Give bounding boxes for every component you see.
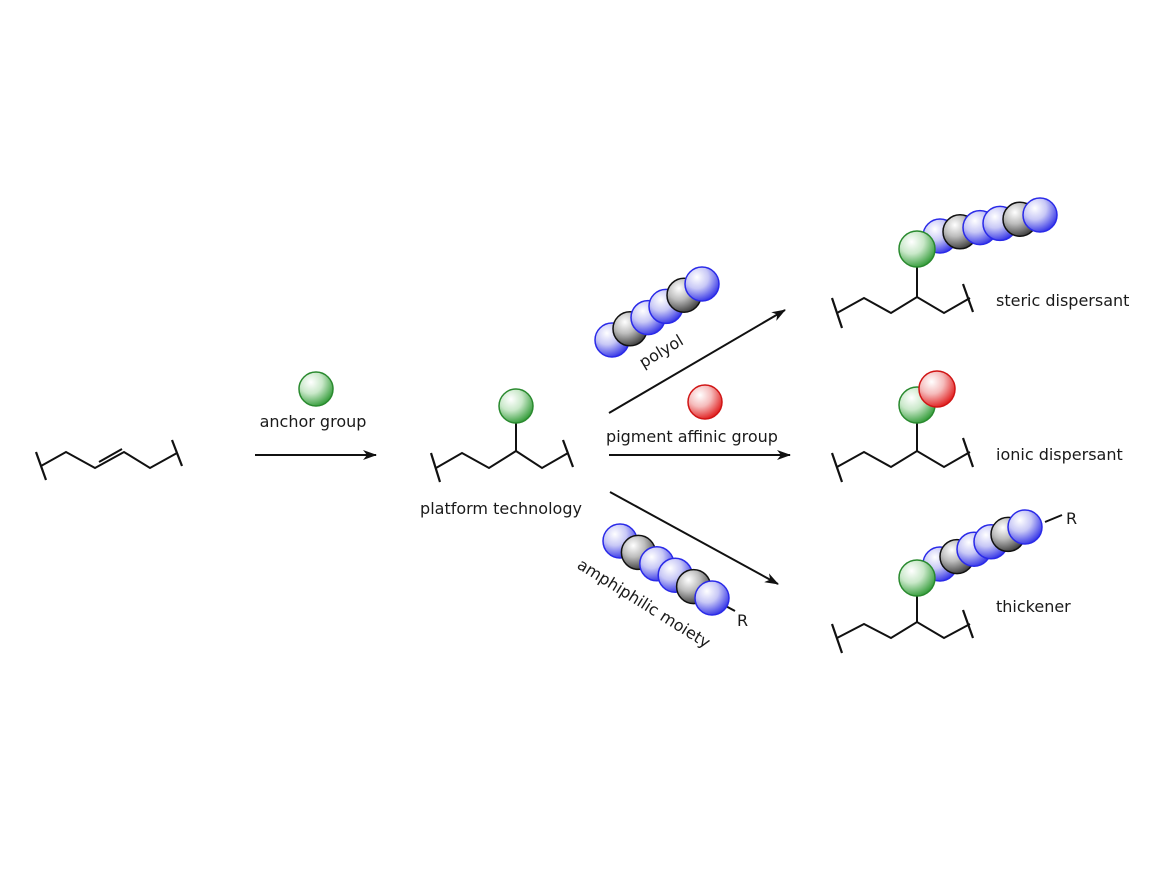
r-group-label: R xyxy=(1066,509,1077,528)
product-steric-dispersant: steric dispersant xyxy=(830,197,1129,329)
ether-bead xyxy=(1022,197,1058,233)
anchor-group-ball xyxy=(298,371,334,407)
branch-pigment: pigment affinic group xyxy=(606,384,791,460)
product-chain xyxy=(836,449,971,469)
alkene-chain xyxy=(40,450,178,470)
product-thickener: R thickener xyxy=(830,509,1077,654)
product-label: steric dispersant xyxy=(996,291,1129,310)
platform-technology-label: platform technology xyxy=(420,499,582,518)
arrow-polyol xyxy=(608,309,786,414)
product-label: thickener xyxy=(996,597,1071,616)
r-group-label: R xyxy=(737,611,748,630)
amphiphilic-chain xyxy=(602,523,730,616)
step-anchor: anchor group xyxy=(255,371,377,460)
platform-chain xyxy=(435,449,569,470)
product-chain xyxy=(836,295,971,315)
polymer-end-hash-left xyxy=(429,452,442,483)
polymer-end-hash-right xyxy=(561,439,575,468)
polymer-end-hash-left xyxy=(830,452,844,483)
product-chain xyxy=(836,620,971,640)
pigment-affinic-ball xyxy=(918,370,956,408)
platform-molecule: platform technology xyxy=(420,388,582,518)
starting-alkene xyxy=(34,439,184,481)
polyether-chain xyxy=(922,509,1043,582)
ether-bead xyxy=(1007,509,1043,545)
ether-bead xyxy=(694,580,730,616)
r-bond xyxy=(1044,514,1063,523)
anchor-group-ball xyxy=(898,230,936,268)
anchor-group-ball xyxy=(498,388,534,424)
anchor-group-label: anchor group xyxy=(260,412,367,431)
product-label: ionic dispersant xyxy=(996,445,1123,464)
branch-polyol: polyol xyxy=(594,266,786,414)
product-ionic-dispersant: ionic dispersant xyxy=(830,370,1123,483)
pigment-affinic-group-label: pigment affinic group xyxy=(606,427,778,446)
polymer-end-hash-right xyxy=(170,439,184,467)
polymer-end-hash-right xyxy=(961,283,975,313)
arrow-amphiphilic xyxy=(609,491,779,585)
pigment-affinic-ball xyxy=(687,384,723,420)
polymer-end-hash-left xyxy=(830,623,844,654)
polymer-end-hash-right xyxy=(961,609,975,639)
anchor-group-ball xyxy=(898,559,936,597)
polyol-chain xyxy=(594,266,720,358)
double-bond-line xyxy=(98,448,123,463)
ether-bead xyxy=(684,266,720,302)
polymer-end-hash-right xyxy=(961,437,975,468)
branch-amphiphilic: R amphiphilic moiety xyxy=(574,491,779,652)
polyether-chain xyxy=(922,197,1058,254)
